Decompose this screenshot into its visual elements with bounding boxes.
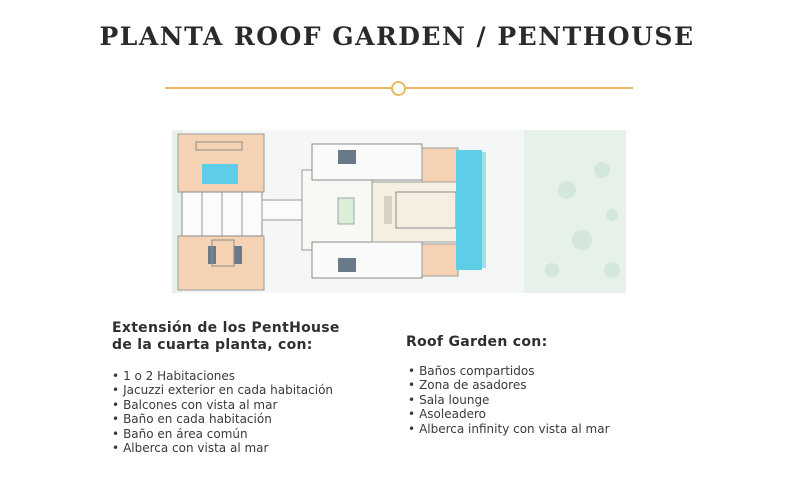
bullet: • <box>408 364 416 378</box>
list-item: •Zona de asadores <box>408 378 706 392</box>
list-item-text: Alberca con vista al mar <box>123 441 269 456</box>
bullet: • <box>408 392 416 407</box>
list-item-text: Alberca infinity con vista al mar <box>419 421 610 436</box>
list-item-text: Sala lounge <box>419 392 490 407</box>
bullet: • <box>408 407 416 422</box>
bullet: • <box>112 412 120 427</box>
list-item-text: Asoleadero <box>419 407 486 422</box>
list-item: •Sala lounge <box>408 393 706 407</box>
bullet: • <box>408 421 416 436</box>
list-item: •Baño en cada habitación <box>112 412 402 426</box>
roof-garden-heading: Roof Garden con: <box>406 334 548 350</box>
list-item: •Alberca infinity con vista al mar <box>408 422 706 436</box>
list-item-text: Balcones con vista al mar <box>123 397 278 412</box>
roof-garden-features-section: Roof Garden con: •Baños compartidos •Zon… <box>406 334 706 436</box>
bullet: • <box>112 397 120 412</box>
list-item-text: 1 o 2 Habitaciones <box>123 369 236 383</box>
penthouse-heading-line2: de la cuarta planta, con: <box>112 337 313 353</box>
bullet: • <box>112 426 120 441</box>
list-item: •Asoleadero <box>408 407 706 421</box>
page-title: PLANTA ROOF GARDEN / PENTHOUSE <box>99 22 695 51</box>
list-item-text: Baño en cada habitación <box>123 412 272 427</box>
list-item: •Balcones con vista al mar <box>112 398 402 412</box>
bullet: • <box>408 378 416 393</box>
list-item: •Baño en área común <box>112 427 402 441</box>
bullet: • <box>112 441 120 456</box>
penthouse-features-list: •1 o 2 Habitaciones •Jacuzzi exterior en… <box>112 369 402 455</box>
list-item-text: Baños compartidos <box>419 364 535 378</box>
list-item: •1 o 2 Habitaciones <box>112 369 402 383</box>
bullet: • <box>112 369 120 383</box>
list-item-text: Baño en área común <box>123 426 248 441</box>
list-item: •Jacuzzi exterior en cada habitación <box>112 383 402 397</box>
divider-circle-ornament <box>391 81 406 96</box>
penthouse-heading-line1: Extensión de los PentHouse <box>112 320 340 336</box>
list-item-text: Jacuzzi exterior en cada habitación <box>123 383 334 398</box>
list-item: •Baños compartidos <box>408 364 706 378</box>
list-item: •Alberca con vista al mar <box>112 441 402 455</box>
roof-garden-features-list: •Baños compartidos •Zona de asadores •Sa… <box>408 364 706 436</box>
floor-plan-image <box>172 130 626 293</box>
bullet: • <box>112 383 120 398</box>
list-item-text: Zona de asadores <box>419 378 527 393</box>
